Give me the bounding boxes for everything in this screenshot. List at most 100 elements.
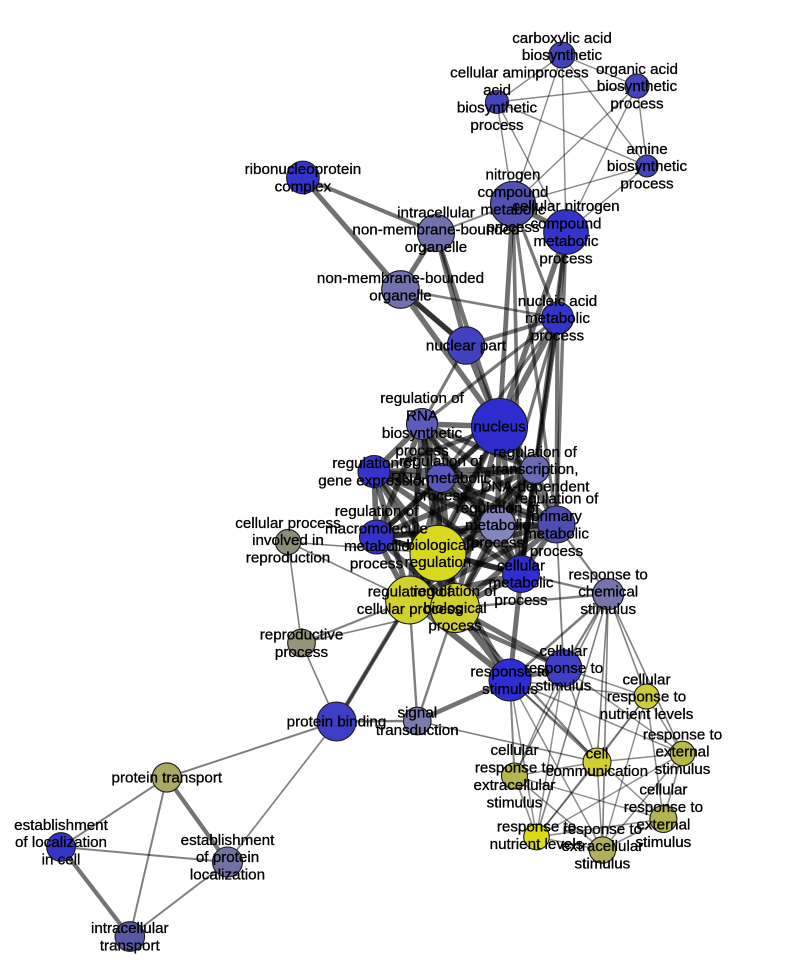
svg-text:involved in: involved in: [252, 532, 324, 549]
svg-text:regulation of: regulation of: [413, 583, 497, 600]
svg-text:compound: compound: [531, 216, 602, 233]
svg-text:biosynthetic: biosynthetic: [382, 425, 463, 442]
svg-text:stimulus: stimulus: [482, 681, 538, 698]
svg-text:of protein: of protein: [196, 849, 259, 866]
svg-text:process: process: [530, 543, 584, 560]
svg-text:regulation of: regulation of: [332, 455, 416, 472]
svg-text:response to: response to: [497, 819, 576, 836]
svg-text:cellular nitrogen: cellular nitrogen: [512, 198, 619, 215]
svg-text:stimulus: stimulus: [655, 761, 711, 778]
svg-text:cellular: cellular: [497, 557, 545, 574]
svg-text:cellular: cellular: [490, 742, 538, 759]
svg-text:nucleic acid: nucleic acid: [518, 293, 597, 310]
svg-text:response to: response to: [607, 689, 686, 706]
svg-text:external: external: [636, 816, 690, 833]
svg-text:nucleus: nucleus: [473, 419, 526, 436]
svg-text:acid: acid: [483, 82, 511, 99]
svg-text:extracellular: extracellular: [474, 777, 556, 794]
svg-text:process: process: [531, 328, 585, 345]
svg-text:RNA metabolic: RNA metabolic: [391, 470, 492, 487]
svg-text:metabolic: metabolic: [465, 517, 530, 534]
svg-text:regulation of: regulation of: [399, 453, 483, 470]
svg-text:metabolic: metabolic: [525, 310, 590, 327]
svg-text:transduction: transduction: [376, 722, 459, 739]
svg-text:process: process: [494, 592, 548, 609]
svg-text:extracellular: extracellular: [561, 838, 643, 855]
svg-text:of localization: of localization: [15, 834, 107, 851]
svg-text:regulation of: regulation of: [515, 491, 599, 508]
svg-text:biological: biological: [406, 537, 469, 554]
svg-text:communication: communication: [546, 763, 648, 780]
svg-text:response to: response to: [563, 821, 642, 838]
svg-text:amine: amine: [626, 141, 667, 158]
svg-text:metabolic: metabolic: [524, 525, 589, 542]
svg-text:cellular amino: cellular amino: [450, 65, 544, 82]
svg-text:external: external: [655, 744, 709, 761]
svg-text:regulation of: regulation of: [380, 390, 464, 407]
svg-text:carboxylic acid: carboxylic acid: [512, 30, 612, 47]
svg-text:metabolic: metabolic: [489, 575, 554, 592]
svg-text:stimulus: stimulus: [580, 601, 636, 618]
svg-text:cellular: cellular: [639, 782, 687, 799]
svg-text:cellular process: cellular process: [235, 515, 341, 532]
svg-text:non-membrane-bounded: non-membrane-bounded: [317, 270, 484, 287]
svg-text:biosynthetic: biosynthetic: [607, 158, 688, 175]
svg-text:in cell: in cell: [42, 852, 81, 869]
svg-text:organelle: organelle: [369, 287, 432, 304]
svg-text:intracellular: intracellular: [91, 920, 169, 937]
svg-text:process: process: [428, 618, 482, 635]
svg-text:organelle: organelle: [405, 239, 468, 256]
svg-text:regulation: regulation: [405, 554, 472, 571]
svg-text:organic acid: organic acid: [596, 61, 678, 78]
svg-text:process: process: [350, 555, 404, 572]
svg-text:establishment: establishment: [14, 817, 108, 834]
svg-text:RNA: RNA: [406, 408, 439, 425]
svg-text:metabolic: metabolic: [481, 201, 546, 218]
svg-text:response to: response to: [524, 660, 603, 677]
svg-text:regulation of: regulation of: [368, 584, 452, 601]
svg-text:process: process: [539, 250, 593, 267]
svg-text:process: process: [275, 644, 329, 661]
svg-text:process: process: [395, 442, 449, 459]
svg-text:process: process: [414, 488, 468, 505]
svg-text:process: process: [620, 176, 674, 193]
svg-text:primary: primary: [531, 508, 582, 525]
svg-text:process: process: [610, 96, 664, 113]
svg-text:nuclear part: nuclear part: [426, 338, 507, 355]
svg-text:stimulus: stimulus: [636, 834, 692, 851]
svg-text:response to: response to: [624, 799, 703, 816]
svg-text:gene expression: gene expression: [318, 472, 429, 489]
svg-text:DNA-dependent: DNA-dependent: [481, 479, 591, 496]
svg-text:transport: transport: [100, 937, 161, 954]
svg-text:reproductive: reproductive: [260, 627, 344, 644]
svg-text:process: process: [486, 219, 540, 236]
svg-text:process: process: [470, 117, 524, 134]
svg-text:regulation of: regulation of: [335, 503, 419, 520]
svg-text:establishment: establishment: [181, 832, 275, 849]
svg-text:response to: response to: [643, 726, 722, 743]
svg-text:cellular: cellular: [539, 643, 587, 660]
svg-text:protein binding: protein binding: [287, 714, 387, 731]
svg-text:biological: biological: [423, 600, 486, 617]
svg-text:stimulus: stimulus: [487, 794, 543, 811]
svg-text:process: process: [535, 65, 589, 82]
svg-text:response to: response to: [569, 566, 648, 583]
svg-text:cell: cell: [586, 746, 609, 763]
svg-text:compound: compound: [478, 184, 549, 201]
svg-text:reproduction: reproduction: [246, 550, 330, 567]
svg-text:localization: localization: [190, 867, 265, 884]
svg-text:cellular: cellular: [622, 671, 670, 688]
svg-text:protein transport: protein transport: [112, 770, 223, 787]
svg-text:biosynthetic: biosynthetic: [457, 99, 538, 116]
svg-text:stimulus: stimulus: [575, 856, 631, 873]
svg-text:ribonucleoprotein: ribonucleoprotein: [245, 161, 362, 178]
svg-text:biosynthetic: biosynthetic: [522, 47, 603, 64]
svg-text:chemical: chemical: [578, 584, 638, 601]
svg-text:nitrogen: nitrogen: [486, 167, 541, 184]
svg-text:metabolic: metabolic: [344, 538, 409, 555]
svg-text:regulation of: regulation of: [493, 444, 577, 461]
svg-text:process: process: [471, 535, 525, 552]
svg-text:biosynthetic: biosynthetic: [597, 78, 678, 95]
svg-text:macromolecule: macromolecule: [325, 521, 428, 538]
svg-text:cellular process: cellular process: [357, 601, 463, 618]
